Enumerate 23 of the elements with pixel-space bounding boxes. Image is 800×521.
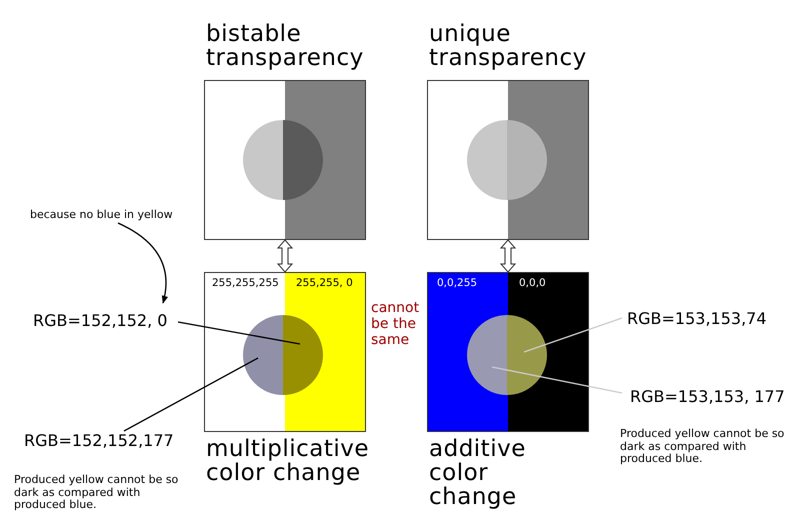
rgb-label: RGB=153,153,74 <box>627 311 767 328</box>
panel-heading: additive color change <box>429 437 527 510</box>
double-arrow <box>276 239 294 273</box>
rgb-label: RGB=152,152,177 <box>24 433 174 450</box>
panel-heading: unique transparency <box>429 22 588 70</box>
arrow <box>118 222 168 304</box>
annotation-text: because no blue in yellow <box>30 209 174 221</box>
rgb-value: 255,255, 0 <box>296 278 354 290</box>
rgb-value: 0,0,255 <box>437 278 478 290</box>
panel-heading: bistable transparency <box>206 22 365 70</box>
leader-line <box>492 366 622 394</box>
leader-line <box>178 321 300 345</box>
note-text: Produced yellow cannot be so dark as compared with produced blue. <box>620 428 785 466</box>
rgb-label: RGB=153,153, 177 <box>630 389 786 406</box>
leader-line <box>124 357 258 432</box>
note-text: cannot be the same <box>371 300 420 348</box>
panel-heading: multiplicative color change <box>206 437 370 486</box>
double-arrow <box>500 239 516 273</box>
leader-line <box>524 317 622 353</box>
rgb-value: 0,0,0 <box>519 278 547 290</box>
rgb-value: 255,255,255 <box>212 278 280 290</box>
rgb-label: RGB=152,152, 0 <box>33 313 168 330</box>
note-text: Produced yellow cannot be so dark as compared with produced blue. <box>14 474 179 512</box>
